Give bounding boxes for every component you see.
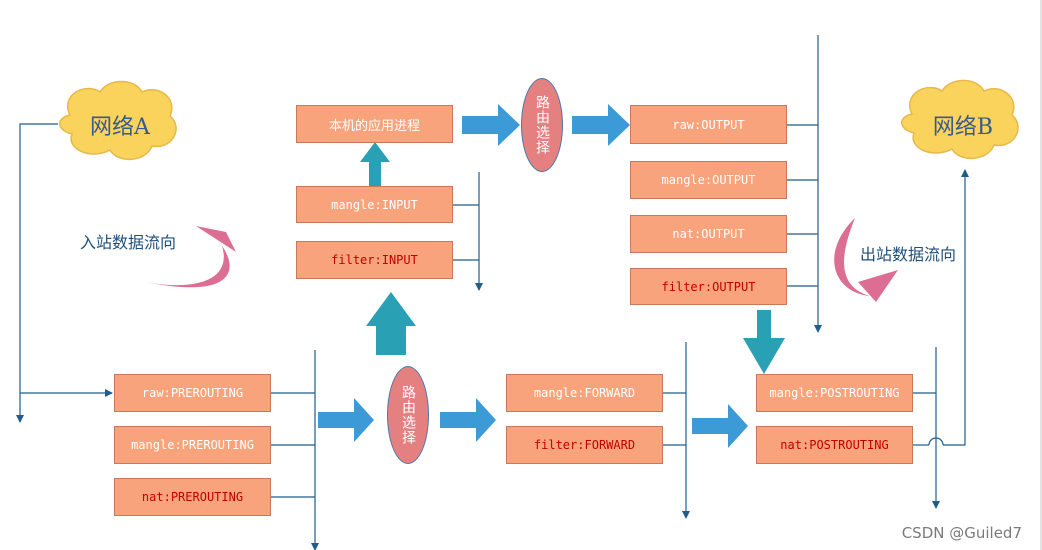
arrow-route-to-output — [572, 104, 630, 146]
separator: : — [174, 438, 182, 452]
chain-name: PREROUTING — [170, 386, 244, 400]
table-name: nat — [141, 490, 164, 504]
postrouting-chain-nat: nat:POSTROUTING — [756, 426, 913, 464]
postrouting-chain-mangle: mangle:POSTROUTING — [756, 374, 913, 412]
output-chain-filter: filter:OUTPUT — [630, 268, 787, 305]
input-chain-mangle: mangle:INPUT — [296, 186, 453, 223]
chain-name: PREROUTING — [181, 438, 254, 452]
chain-name: INPUT — [381, 197, 418, 212]
separator: : — [163, 490, 171, 504]
table-name: nat — [672, 227, 695, 241]
outbound-flow-label: 出站数据流向 — [860, 245, 957, 264]
routing-decision-bottom: 路由选择 — [387, 366, 429, 464]
chain-name: OUTPUT — [701, 227, 745, 241]
separator: : — [163, 386, 171, 400]
output-chain-raw: raw:OUTPUT — [630, 105, 787, 144]
table-name: mangle — [533, 386, 578, 400]
table-name: mangle — [331, 197, 375, 212]
arrow-process-to-route — [462, 104, 520, 146]
cloud-network-b — [901, 79, 1019, 159]
right-edge-divider — [1040, 0, 1042, 550]
chain-name: FORWARD — [584, 386, 636, 400]
table-name: mangle — [661, 173, 705, 187]
separator: : — [694, 117, 702, 132]
table-name: filter — [661, 279, 705, 294]
arrow-route-to-forward — [440, 398, 496, 442]
chain-name: PREROUTING — [170, 490, 244, 504]
prerouting-chain-mangle: mangle:PREROUTING — [114, 426, 271, 464]
network-b-label: 网络B — [932, 115, 994, 140]
arrow-prerouting-to-route — [318, 398, 374, 442]
arrow-route-up-to-input — [366, 292, 416, 355]
separator: : — [694, 227, 702, 241]
chain-name: OUTPUT — [712, 173, 756, 187]
separator: : — [812, 386, 821, 400]
routing-decision-top: 路由选择 — [521, 78, 563, 172]
table-name: raw — [672, 117, 695, 132]
table-name: mangle — [131, 438, 175, 452]
flow-arrows-vertical — [360, 142, 785, 374]
table-name: mangle — [769, 386, 813, 400]
separator: : — [374, 253, 382, 267]
forward-chain-filter: filter:FORWARD — [506, 426, 663, 464]
table-name: raw — [141, 386, 164, 400]
separator: : — [374, 197, 382, 212]
separator: : — [577, 438, 585, 452]
chain-name: OUTPUT — [712, 279, 756, 294]
chain-name: OUTPUT — [701, 117, 745, 132]
prerouting-chain-nat: nat:PREROUTING — [114, 478, 271, 516]
outbound-curve-arrow — [834, 218, 898, 302]
output-chain-nat: nat:OUTPUT — [630, 215, 787, 253]
separator: : — [704, 173, 713, 187]
local-process-box: 本机的应用进程 — [296, 105, 453, 143]
table-name: nat — [780, 438, 802, 452]
input-chain-filter: filter:INPUT — [296, 241, 453, 279]
prerouting-chain-raw: raw:PREROUTING — [114, 374, 271, 412]
output-chain-mangle: mangle:OUTPUT — [630, 161, 787, 199]
separator: : — [801, 438, 810, 452]
thin-lines — [16, 35, 969, 550]
chain-name: POSTROUTING — [820, 386, 900, 400]
flow-arrows-right — [318, 104, 748, 448]
chain-name: INPUT — [381, 253, 418, 267]
arrow-input-up-to-process — [360, 142, 390, 186]
cloud-network-a — [59, 80, 177, 160]
forward-chain-mangle: mangle:FORWARD — [506, 374, 663, 412]
inbound-curve-arrow — [145, 226, 236, 288]
watermark: CSDN @Guiled7 — [901, 524, 1022, 542]
chain-name: POSTROUTING — [809, 438, 889, 452]
chain-name: FORWARD — [584, 438, 636, 452]
table-name: filter — [533, 438, 578, 452]
inbound-flow-label: 入站数据流向 — [80, 233, 177, 252]
arrow-output-down-to-postrouting — [743, 310, 785, 374]
arrow-forward-to-postrouting — [692, 404, 748, 448]
network-a-label: 网络A — [90, 115, 150, 140]
separator: : — [704, 279, 713, 294]
separator: : — [577, 386, 585, 400]
table-name: filter — [331, 253, 375, 267]
